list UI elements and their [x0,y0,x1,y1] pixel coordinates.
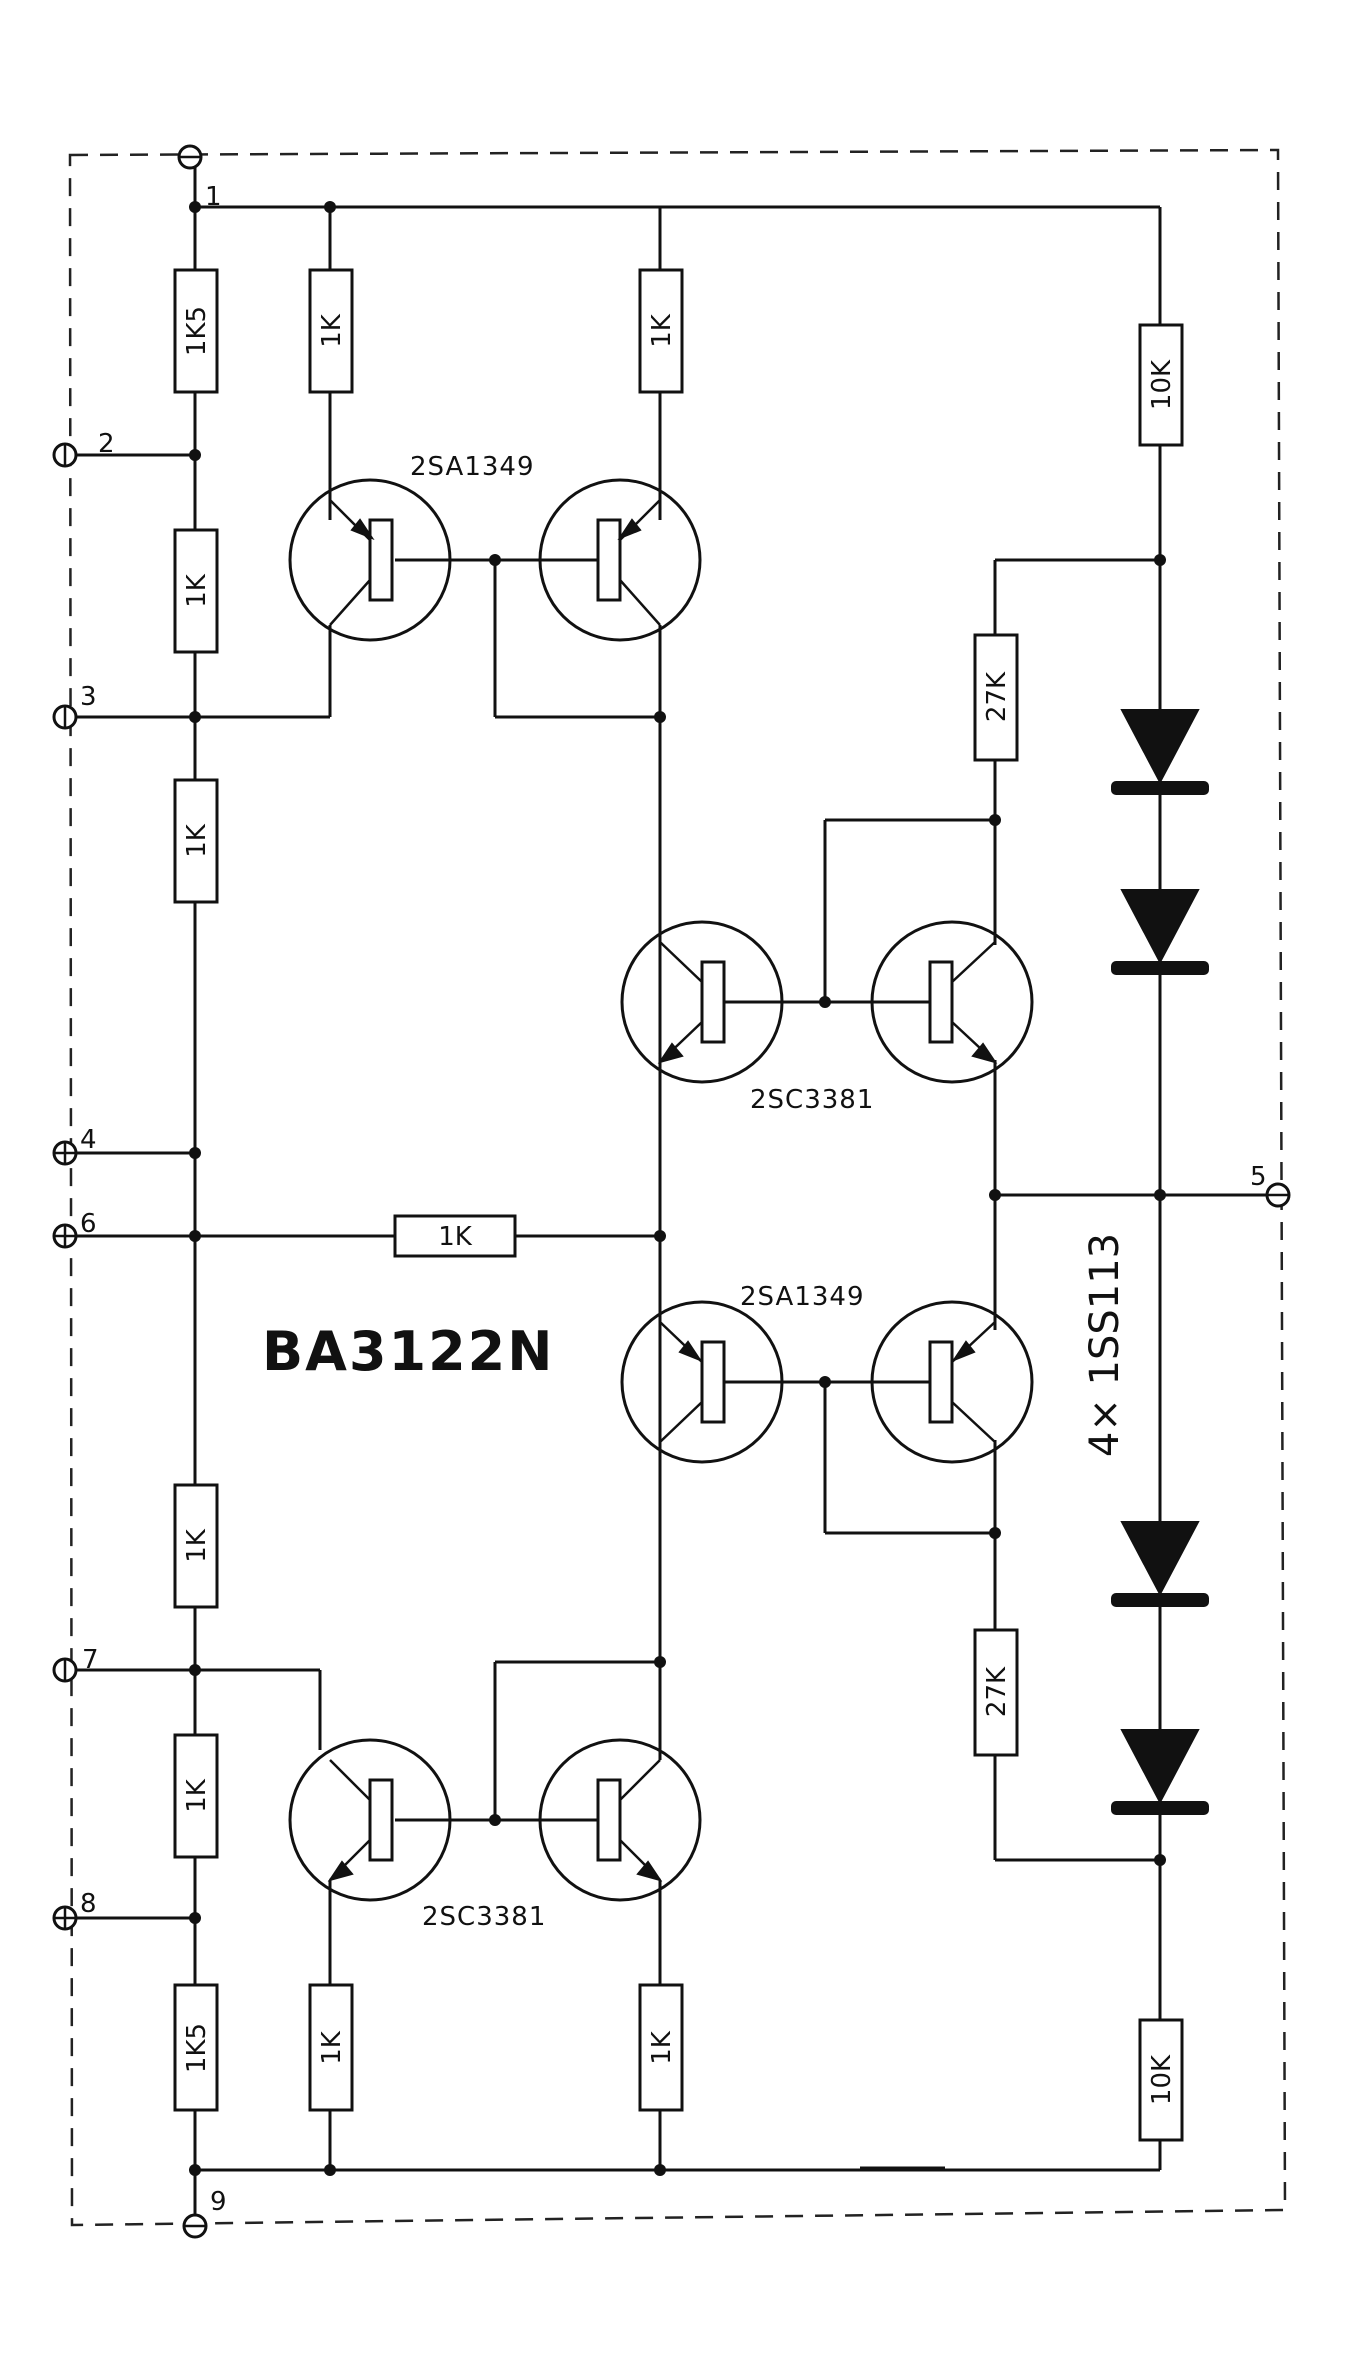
pin-label-3: 3 [80,682,97,712]
resistor-label: 27K [982,1666,1012,1717]
resistor-r-left-1k-c [173,1483,219,1609]
transistor-q4 [870,920,1034,1084]
junction-dots [189,201,1166,2176]
transistor-label-mid-upper: 2SC3381 [750,1085,874,1115]
transistor-q2 [538,478,702,642]
pins [52,144,1291,2239]
resistor-label: 1K [647,313,677,348]
pin-label-9: 9 [210,2187,227,2217]
diode-3 [1111,1521,1209,1607]
resistor-label: 1K [317,2030,347,2065]
pin-label-7: 7 [82,1645,99,1675]
diode-2 [1111,889,1209,975]
transistor-label-bottom: 2SC3381 [422,1902,546,1932]
resistor-r-bot-q2 [638,1983,684,2112]
resistor-r-left-1k-d [173,1733,219,1859]
transistor-q5 [620,1300,784,1464]
resistor-label: 1K [182,573,212,608]
package-outline [68,148,1287,2227]
diode-1 [1111,709,1209,795]
pin-label-8: 8 [80,1889,97,1919]
diode-array-label: 4× 1SS113 [1082,1233,1128,1457]
resistor-r-27k-top [973,633,1019,762]
resistor-label: 1K [438,1222,473,1252]
resistor-r-10k-top [1138,323,1184,447]
pin-label-4: 4 [80,1125,97,1155]
resistor-r-top-q1 [308,268,354,394]
resistor-r-top-left [173,268,219,394]
transistor-label-mid-lower: 2SA1349 [740,1282,864,1312]
resistor-labels: 1K5 1K 1K 1K 1K 1K5 1K 1K 1K 1K 1K 27K 2… [182,306,1177,2105]
resistor-r-pin6 [393,1214,517,1258]
resistor-label: 1K5 [182,2023,212,2073]
resistor-r-bot-q1 [308,1983,354,2112]
chip-title: BA3122N [262,1320,554,1383]
resistor-label: 1K [647,2030,677,2065]
resistor-label: 10K [1147,2054,1177,2105]
pin-label-1: 1 [205,182,222,212]
resistor-r-left-1k-a [173,528,219,654]
pin-label-6: 6 [80,1209,97,1239]
resistor-r-left-1k-b [173,778,219,904]
resistor-label: 27K [982,671,1012,722]
wires [65,165,1275,2215]
resistor-r-bottom-left [173,1983,219,2112]
resistor-label: 1K [182,1778,212,1813]
pin-labels: 1 2 3 4 5 6 7 8 9 [80,182,1267,2217]
resistor-r-27k-bot [973,1628,1019,1757]
resistor-label: 1K [182,823,212,858]
transistor-labels: 2SA1349 2SC3381 2SA1349 2SC3381 [410,452,874,1932]
transistor-q3 [620,920,784,1084]
transistor-q6 [870,1300,1034,1464]
diode-4 [1111,1729,1209,1815]
transistor-label-top: 2SA1349 [410,452,534,482]
pin-label-5: 5 [1250,1162,1267,1192]
resistor-label: 1K [182,1528,212,1563]
transistor-q1 [288,478,452,642]
resistor-r-top-q2 [638,268,684,394]
resistor-label: 1K [317,313,347,348]
resistor-r-10k-bot [1138,2018,1184,2142]
transistor-q8 [538,1738,702,1902]
resistor-label: 10K [1147,359,1177,410]
transistors [288,478,1034,1902]
pin-label-2: 2 [98,429,115,459]
diodes [1111,709,1209,1815]
resistor-label: 1K5 [182,306,212,356]
transistor-q7 [288,1738,452,1902]
resistor-bodies [173,268,1184,2142]
